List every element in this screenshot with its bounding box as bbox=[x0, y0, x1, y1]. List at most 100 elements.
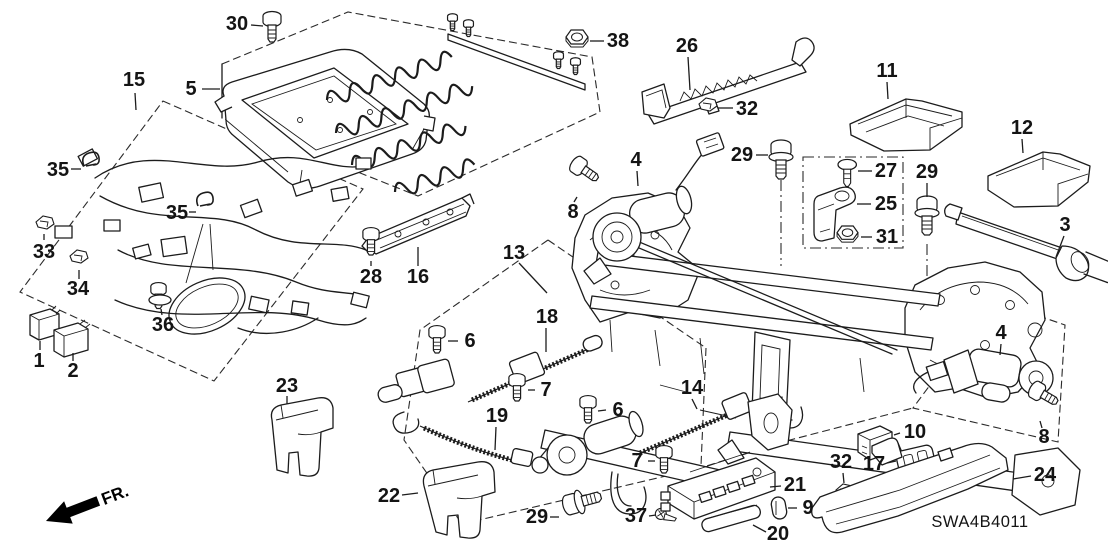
bolt-30 bbox=[262, 10, 282, 43]
bolt-7a bbox=[508, 373, 526, 402]
leader-line-15 bbox=[135, 93, 136, 110]
leader-line-30 bbox=[251, 25, 263, 26]
leader-line-17 bbox=[887, 461, 896, 463]
callout-37: 37 bbox=[625, 505, 647, 527]
leader-line-36 bbox=[161, 309, 162, 315]
leader-line-26 bbox=[688, 57, 690, 90]
callout-29: 29 bbox=[916, 161, 938, 183]
leader-line-4 bbox=[637, 171, 638, 186]
callout-6: 6 bbox=[612, 399, 623, 421]
callout-35: 35 bbox=[47, 159, 69, 181]
callout-25: 25 bbox=[875, 193, 897, 215]
strip-20 bbox=[701, 504, 762, 533]
seat-cushion-pan bbox=[215, 49, 435, 188]
bolt-6a bbox=[428, 325, 446, 354]
callout-38: 38 bbox=[607, 30, 629, 52]
leader-line-37 bbox=[649, 515, 656, 516]
callout-27: 27 bbox=[875, 160, 897, 182]
seat-switch-panel-21 bbox=[661, 452, 775, 519]
leader-line-22 bbox=[402, 493, 418, 495]
callout-14: 14 bbox=[681, 377, 704, 399]
callout-3: 3 bbox=[1059, 214, 1070, 236]
callout-21: 21 bbox=[784, 474, 806, 496]
callout-7: 7 bbox=[631, 450, 642, 472]
bolt-29-bottom bbox=[559, 484, 605, 519]
leader-line-24 bbox=[1013, 476, 1031, 479]
callout-29: 29 bbox=[526, 506, 548, 528]
callout-5: 5 bbox=[185, 78, 196, 100]
callout-19: 19 bbox=[486, 405, 508, 427]
callout-1: 1 bbox=[33, 350, 44, 372]
callout-35: 35 bbox=[166, 202, 188, 224]
bolt-6b bbox=[579, 395, 597, 424]
callout-28: 28 bbox=[360, 266, 382, 288]
callout-8: 8 bbox=[1038, 426, 1049, 448]
leader-line-13 bbox=[519, 263, 547, 293]
callout-12: 12 bbox=[1011, 117, 1033, 139]
bracket-16 bbox=[362, 194, 474, 254]
leader-line-3 bbox=[1056, 236, 1064, 257]
leader-line-21 bbox=[770, 486, 781, 487]
leader-line-8 bbox=[1040, 421, 1042, 428]
nut-38 bbox=[565, 29, 589, 48]
callout-2: 2 bbox=[67, 360, 78, 382]
relay-1 bbox=[30, 306, 60, 340]
callout-8: 8 bbox=[567, 201, 578, 223]
callout-31: 31 bbox=[876, 226, 898, 248]
leader-line-19 bbox=[495, 427, 496, 450]
seat-heater-pad bbox=[325, 13, 585, 199]
arrow-icon bbox=[46, 496, 101, 524]
callout-4: 4 bbox=[630, 149, 642, 171]
leader-line-12 bbox=[1022, 139, 1023, 153]
screw-27 bbox=[837, 158, 858, 188]
callout-18: 18 bbox=[536, 306, 558, 328]
callout-15: 15 bbox=[123, 69, 145, 91]
callout-23: 23 bbox=[276, 375, 298, 397]
callout-7: 7 bbox=[540, 379, 551, 401]
fr-direction-arrow: FR. bbox=[46, 481, 131, 524]
fr-label: FR. bbox=[99, 481, 131, 509]
relay-2 bbox=[54, 320, 90, 357]
leader-line-10 bbox=[894, 433, 900, 435]
diagram-code: SWA4B4011 bbox=[931, 513, 1028, 531]
rail-26 bbox=[642, 38, 814, 124]
leader-line-6 bbox=[598, 410, 606, 411]
bolt-8-left bbox=[566, 153, 604, 187]
leader-line-11 bbox=[887, 82, 888, 99]
wire-harness bbox=[30, 149, 371, 357]
cover-23 bbox=[271, 398, 333, 476]
side-cover-24 bbox=[812, 438, 1008, 533]
callout-10: 10 bbox=[904, 421, 926, 443]
leader-line-14 bbox=[692, 399, 697, 409]
grommet-36 bbox=[149, 282, 171, 310]
callout-22: 22 bbox=[378, 485, 400, 507]
leader-line-32 bbox=[843, 473, 844, 483]
callout-29: 29 bbox=[731, 144, 753, 166]
motor-4-right bbox=[914, 348, 1053, 404]
bracket-25 bbox=[814, 187, 855, 241]
callout-34: 34 bbox=[67, 278, 90, 300]
callout-9: 9 bbox=[802, 497, 813, 519]
nut-31 bbox=[836, 225, 859, 243]
callout-4: 4 bbox=[995, 322, 1007, 344]
callout-36: 36 bbox=[152, 314, 174, 336]
callout-32: 32 bbox=[830, 451, 852, 473]
callout-26: 26 bbox=[676, 35, 698, 57]
callout-11: 11 bbox=[876, 60, 897, 82]
cover-11 bbox=[850, 99, 962, 151]
leader-line-20 bbox=[753, 525, 766, 532]
leader-line-4 bbox=[1000, 344, 1001, 355]
harness-connectors bbox=[55, 149, 371, 315]
callout-16: 16 bbox=[407, 266, 429, 288]
leader-line-8 bbox=[574, 197, 577, 202]
bolt-29-top-left bbox=[768, 139, 794, 180]
motor-4-left bbox=[584, 132, 724, 284]
callout-30: 30 bbox=[226, 13, 248, 35]
cover-12 bbox=[988, 152, 1090, 207]
cover-22 bbox=[423, 462, 495, 538]
callout-24: 24 bbox=[1034, 464, 1057, 486]
callout-20: 20 bbox=[767, 523, 789, 545]
